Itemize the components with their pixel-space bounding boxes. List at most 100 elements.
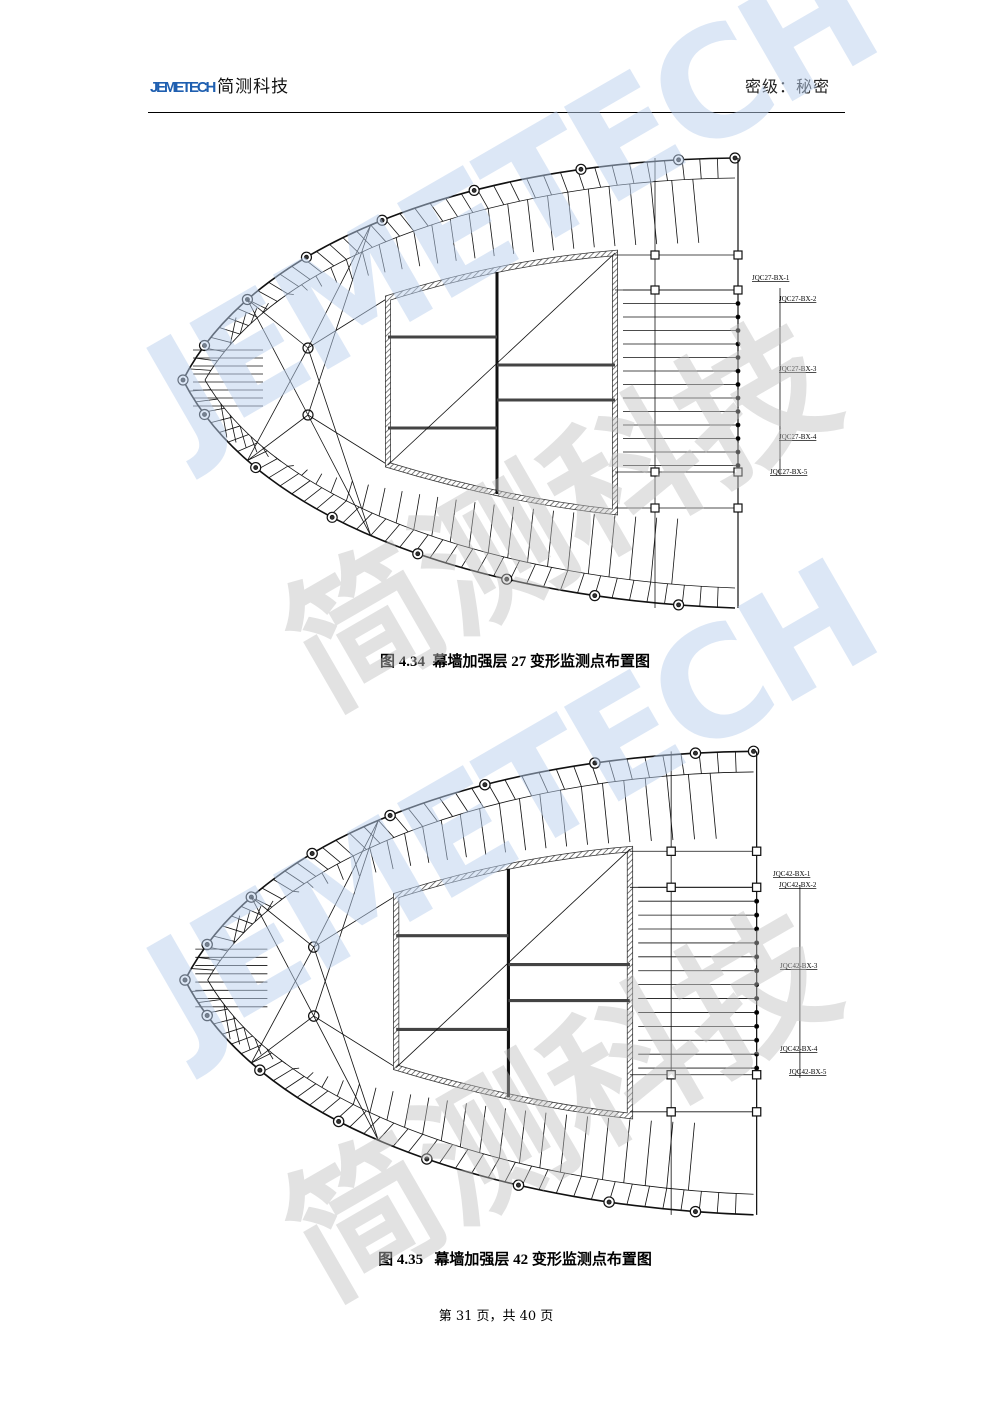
monitor-point [735,355,741,360]
facade-mullion [493,185,505,205]
monitoring-point-label: JQC42-BX-2 [779,881,817,889]
facade-mullion [240,1044,263,1055]
monitor-point [754,898,760,904]
facade-mullion [461,548,474,568]
facade-mullion [268,281,289,295]
brace-line [250,896,315,1017]
floor-beam [650,181,658,245]
facade-mullion [664,583,668,604]
floor-beam [468,502,476,548]
column-core [692,1209,698,1215]
floor-beam [479,1105,487,1153]
facade-mullion [716,752,720,773]
floor-beam [239,312,247,335]
floor-beam [449,218,457,261]
facade-mullion [504,779,516,800]
column-core [692,750,698,756]
column-core [329,514,335,520]
monitor-point [754,996,760,1002]
facade-mullion [261,887,283,900]
floor-beam [315,275,323,287]
facade-mullion [316,251,335,267]
floor-beam [487,504,495,553]
monitor-point [735,409,741,414]
floor-beam [431,496,439,537]
column-core [415,551,421,557]
facade-mullion [349,1110,367,1128]
floor-beam [687,774,695,840]
facade-mullion [626,1183,633,1205]
facade-mullion [477,552,489,573]
facade-mullion [316,494,335,510]
floor-beam [292,890,300,893]
facade-mullion [222,925,244,934]
facade-mullion [384,524,400,542]
column-box [751,1070,762,1080]
floor-beam [507,203,515,255]
facade-mullion [526,178,536,199]
column-box [666,846,676,856]
floor-beam [386,1091,394,1121]
facade-mullion [349,833,367,850]
facade-mullion [439,1144,453,1164]
floor-beam [352,1084,360,1105]
floor-beam [243,910,251,933]
brace-line [313,820,379,948]
floor-beam [487,208,495,257]
facade-mullion [577,573,585,594]
floor-beam [666,775,674,841]
logo-text-en: JEMETECH [150,79,216,96]
facade-mullion [461,193,474,213]
column-core [336,1118,342,1124]
monitoring-point-label: JQC42-BX-5 [789,1068,827,1076]
facade-mullion [429,539,444,559]
floor-beam [378,244,386,273]
floor-beam [547,510,554,567]
floor-beam [527,508,534,563]
floor-beam [623,780,631,843]
floor-beam [440,820,448,860]
monitor-point [735,422,741,428]
facade-mullion [227,317,249,326]
facade-mullion [273,879,294,892]
floor-beam [560,790,568,847]
facade-mullion [594,167,602,188]
column-box [650,503,660,513]
floor-beam [479,808,487,855]
brace-line [307,224,372,349]
facade-mullion [291,265,311,280]
monitor-point [754,912,760,918]
header-divider [148,112,845,113]
floor-beam [279,896,286,902]
facade-mullion [716,587,719,608]
facade-mullion [573,766,582,787]
page-number: 第 31 页，共 40 页 [438,1309,554,1324]
monitor-point [754,982,760,988]
floor-beam [223,1004,231,1040]
floor-beam [345,481,353,501]
facade-mullion [399,529,415,548]
floor-beam [301,469,308,476]
floor-beam [644,777,652,841]
facade-mullion [664,160,668,181]
floor-beam [671,180,679,244]
facade-mullion [555,769,566,790]
floor-beam [274,298,282,304]
brace-line [250,946,315,1064]
floor-beam [422,1097,430,1135]
column-core [592,760,598,766]
floor-beam [527,199,534,253]
floor-beam [279,1058,286,1065]
floor-beam [321,872,329,884]
monitor-point [735,301,741,306]
facade-mullion [237,442,258,452]
floor-beam [539,794,547,849]
column-core [387,813,393,818]
facade-mullion [279,273,299,287]
floor-beam [369,1087,377,1113]
facade-mullion [646,582,652,603]
facade-mullion [526,563,536,584]
facade-mullion [662,755,668,777]
floor-beam [580,786,588,845]
column-core [180,377,186,383]
